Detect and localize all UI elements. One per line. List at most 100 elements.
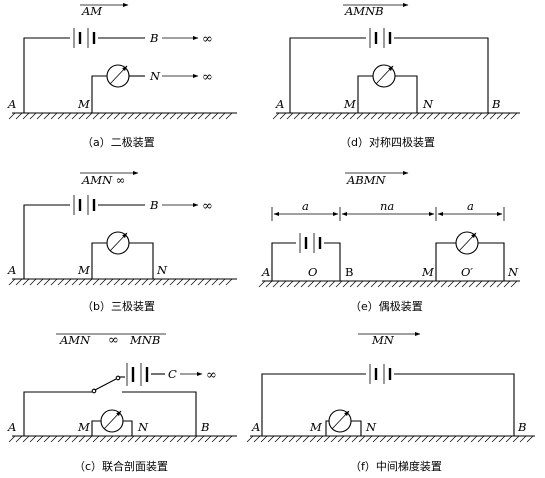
ground-hatch-stroke (134, 112, 142, 120)
ground-hatch-stroke (134, 278, 142, 286)
panel-a-caption: （a）二极装置 (82, 135, 155, 149)
panel-a-label-n: N (149, 69, 161, 83)
panel-b-label-n: N (156, 263, 168, 277)
ground-hatch-stroke (503, 280, 511, 288)
ground-hatch-stroke (190, 435, 198, 443)
ground-hatch-stroke (365, 435, 373, 443)
ground-hatch-stroke (351, 435, 359, 443)
ground-hatch-stroke (328, 112, 336, 120)
ground-hatch-stroke (286, 112, 294, 120)
ground-hatch-stroke (398, 280, 406, 288)
panel-c-wire-a (23, 391, 92, 436)
ground-hatch-stroke (426, 280, 434, 288)
panel-b-label-b: B (149, 198, 158, 212)
panel-c-inf: ∞ (206, 368, 217, 383)
panel-b-title-text: AMN ∞ (81, 173, 125, 187)
ground-hatch-stroke (50, 278, 58, 286)
ground-hatch-stroke (15, 112, 23, 120)
ground-hatch-stroke (496, 112, 504, 120)
panel-c-wire-n (123, 420, 133, 436)
ground-hatch-stroke (71, 112, 79, 120)
ground-hatch-stroke (526, 435, 534, 443)
ground-hatch-stroke (407, 435, 415, 443)
ground-hatch-stroke (293, 112, 301, 120)
ground-hatch-stroke (176, 112, 184, 120)
ground-hatch-stroke (414, 435, 422, 443)
ground-hatch-stroke (363, 112, 371, 120)
ground-hatching (258, 280, 518, 288)
ground-hatch-stroke (461, 280, 469, 288)
ground-hatch-stroke (342, 112, 350, 120)
ground-hatch-stroke (141, 435, 149, 443)
ground-hatch-stroke (225, 278, 233, 286)
panel-c-wire-b (122, 391, 197, 436)
ground-hatch-stroke (36, 278, 44, 286)
panel-e: ABMN a na a (258, 171, 520, 313)
panel-e-dim-a1: a (302, 199, 309, 213)
ground-hatch-stroke (370, 112, 378, 120)
ground-hatching (246, 435, 534, 443)
ground-hatch-stroke (330, 435, 338, 443)
panel-b: AMN ∞ B ∞ A M N （b）三极装置 (7, 171, 237, 313)
ground-hatch-stroke (461, 112, 469, 120)
ground-hatch-stroke (22, 112, 30, 120)
ground-hatch-stroke (302, 435, 310, 443)
ground-hatch-stroke (113, 278, 121, 286)
ground-hatch-stroke (412, 112, 420, 120)
ground-hatch-stroke (510, 112, 518, 120)
ground-hatch-stroke (120, 112, 128, 120)
panel-e-label-o: O (308, 265, 318, 279)
panel-f-wire-b (394, 373, 515, 436)
ground-hatch-stroke (211, 278, 219, 286)
ground-hatch-stroke (512, 435, 520, 443)
ground-hatch-stroke (393, 435, 401, 443)
ground-hatch-stroke (505, 435, 513, 443)
panel-f-wire-n (351, 420, 362, 436)
panel-e-meter (455, 231, 479, 255)
panel-c-switch[interactable] (91, 375, 121, 394)
ground-hatch-stroke (440, 112, 448, 120)
panel-e-caption: （e）偶极装置 (350, 299, 423, 313)
ground-hatch-stroke (120, 435, 128, 443)
ground-hatch-stroke (454, 112, 462, 120)
panel-d-ground (272, 112, 520, 120)
ground-hatch-stroke (463, 435, 471, 443)
ground-hatch-stroke (260, 435, 268, 443)
ground-hatch-stroke (71, 278, 79, 286)
ground-hatch-stroke (316, 435, 324, 443)
panel-a-label-a: A (7, 97, 16, 111)
ground-hatching (8, 112, 233, 120)
panel-b-battery (73, 195, 96, 215)
panel-d-wire-m (357, 75, 373, 113)
panel-e-ground (258, 280, 520, 288)
ground-hatch-stroke (36, 435, 44, 443)
ground-hatch-stroke (57, 278, 65, 286)
ground-hatch-stroke (127, 278, 135, 286)
ground-hatch-stroke (400, 435, 408, 443)
panel-a: AM B ∞ N ∞ A M （a）二极装置 (7, 3, 237, 149)
panel-a-label-m: M (77, 97, 91, 111)
ground-hatch-stroke (421, 435, 429, 443)
ground-hatch-stroke (197, 278, 205, 286)
ground-hatch-stroke (349, 280, 357, 288)
ground-hatch-stroke (426, 112, 434, 120)
ground-hatch-stroke (50, 435, 58, 443)
ground-hatch-stroke (78, 112, 86, 120)
ground-hatch-stroke (218, 112, 226, 120)
ground-hatch-stroke (148, 112, 156, 120)
panel-d-label-m: M (343, 97, 357, 111)
ground-hatch-stroke (281, 435, 289, 443)
panel-b-wire-m (91, 242, 107, 279)
panel-d: AMNB A M N B （d）对称四极装置 (272, 3, 520, 149)
ground-hatch-stroke (218, 435, 226, 443)
panel-f-title-text: MN (371, 333, 395, 347)
ground-hatch-stroke (475, 112, 483, 120)
panel-d-label-n: N (422, 97, 434, 111)
ground-hatch-stroke (498, 435, 506, 443)
ground-hatch-stroke (141, 112, 149, 120)
ground-hatching (8, 435, 233, 443)
ground-hatch-stroke (335, 280, 343, 288)
ground-hatch-stroke (337, 435, 345, 443)
panel-a-meter (106, 64, 130, 88)
